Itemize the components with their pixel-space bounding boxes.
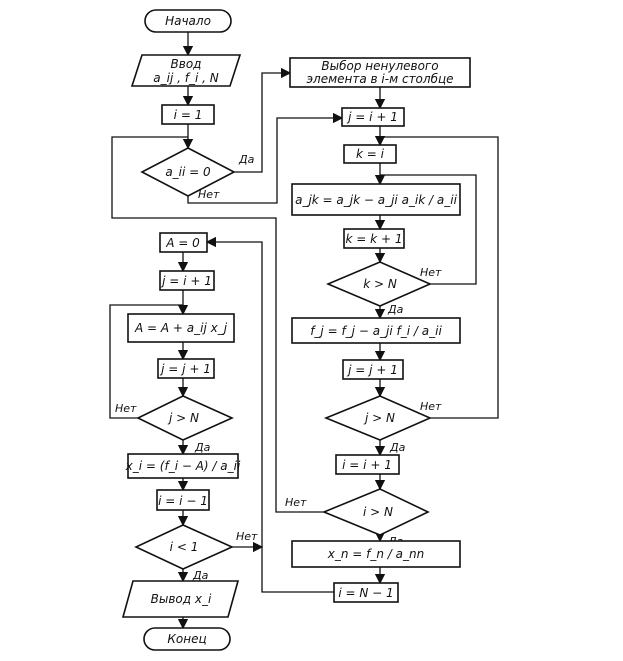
svg-text:i = N − 1: i = N − 1 bbox=[338, 586, 393, 600]
svg-text:k = k + 1: k = k + 1 bbox=[346, 232, 403, 246]
check-i-less-1-decision: i < 1 Нет Да bbox=[134, 524, 258, 582]
yes-label: Да bbox=[389, 441, 406, 454]
svg-text:a_ij , f_i , N: a_ij , f_i , N bbox=[153, 71, 218, 85]
svg-text:A = 0: A = 0 bbox=[165, 236, 200, 250]
update-ajk-block: a_jk = a_jk − a_ji a_ik / a_ii bbox=[291, 183, 461, 216]
output-block: Вывод x_i bbox=[121, 580, 240, 618]
connectors bbox=[109, 32, 499, 630]
svg-text:Ввод: Ввод bbox=[171, 57, 202, 71]
j-increment-right-block: j = j + 1 bbox=[342, 359, 404, 380]
svg-text:a_ii = 0: a_ii = 0 bbox=[165, 165, 211, 179]
svg-text:Выбор ненулевого: Выбор ненулевого bbox=[321, 59, 438, 73]
start-terminal: Начало bbox=[144, 9, 232, 33]
svg-text:f_j = f_j − a_ji f_i / a_ii: f_j = f_j − a_ji f_i / a_ii bbox=[310, 324, 442, 338]
no-label: Нет bbox=[420, 400, 442, 413]
i-equals-1-block: i = 1 bbox=[161, 104, 215, 125]
svg-text:i = 1: i = 1 bbox=[174, 108, 203, 122]
svg-text:A = A + a_ij x_j: A = A + a_ij x_j bbox=[134, 321, 228, 335]
check-j-greater-n-left-decision: j > N Нет Да bbox=[115, 395, 234, 454]
a-equals-0-block: A = 0 bbox=[159, 232, 208, 253]
select-nonzero-block: Выбор ненулевого элемента в i-м столбце bbox=[289, 57, 471, 88]
k-equals-i-block: k = i bbox=[343, 144, 397, 164]
svg-text:j = i + 1: j = i + 1 bbox=[346, 110, 398, 124]
svg-text:i < 1: i < 1 bbox=[170, 540, 199, 554]
input-block: Ввод a_ij , f_i , N bbox=[130, 54, 242, 87]
svg-text:i = i + 1: i = i + 1 bbox=[342, 458, 392, 472]
no-label: Нет bbox=[198, 188, 220, 201]
update-a-block: A = A + a_ij x_j bbox=[127, 313, 235, 343]
check-aii-zero-decision: a_ii = 0 Да Нет bbox=[140, 147, 255, 201]
j-equals-i-plus-1-left-block: j = i + 1 bbox=[159, 270, 215, 291]
svg-text:Конец: Конец bbox=[167, 632, 206, 646]
i-equals-n-minus-1-block: i = N − 1 bbox=[333, 582, 399, 603]
svg-text:x_n = f_n / a_nn: x_n = f_n / a_nn bbox=[327, 547, 424, 561]
check-k-greater-n-decision: k > N Нет Да bbox=[325, 261, 442, 316]
svg-text:Вывод x_i: Вывод x_i bbox=[151, 592, 212, 606]
i-increment-block: i = i + 1 bbox=[335, 454, 400, 475]
yes-label: Да bbox=[387, 303, 404, 316]
svg-text:элемента в i-м столбце: элемента в i-м столбце bbox=[306, 72, 453, 86]
yes-label: Да bbox=[192, 569, 209, 582]
no-label: Нет bbox=[115, 402, 137, 415]
svg-text:k = i: k = i bbox=[356, 147, 385, 161]
svg-text:x_i = (f_i − A) / a_ii: x_i = (f_i − A) / a_ii bbox=[125, 459, 241, 473]
end-terminal: Конец bbox=[143, 627, 231, 651]
k-increment-block: k = k + 1 bbox=[343, 228, 405, 249]
xi-calc-block: x_i = (f_i − A) / a_ii bbox=[125, 453, 241, 479]
svg-text:i > N: i > N bbox=[363, 505, 393, 519]
svg-text:j > N: j > N bbox=[167, 411, 199, 425]
yes-label: Да bbox=[194, 441, 211, 454]
yes-label: Да bbox=[238, 153, 255, 166]
svg-text:j > N: j > N bbox=[363, 411, 395, 425]
no-label: Нет bbox=[236, 530, 258, 543]
svg-text:Начало: Начало bbox=[165, 14, 211, 28]
svg-text:a_jk = a_jk − a_ji a_ik / a_ii: a_jk = a_jk − a_ji a_ik / a_ii bbox=[295, 193, 457, 207]
svg-text:j = j + 1: j = j + 1 bbox=[159, 362, 211, 376]
no-label: Нет bbox=[285, 496, 307, 509]
i-decrement-block: i = i − 1 bbox=[156, 489, 210, 511]
svg-text:j = j + 1: j = j + 1 bbox=[346, 363, 398, 377]
j-increment-left-block: j = j + 1 bbox=[157, 358, 215, 379]
j-equals-i-plus-1-right-block: j = i + 1 bbox=[341, 107, 405, 127]
svg-text:j = i + 1: j = i + 1 bbox=[160, 274, 212, 288]
svg-text:k > N: k > N bbox=[363, 277, 397, 291]
no-label: Нет bbox=[420, 266, 442, 279]
check-j-greater-n-right-decision: j > N Нет Да bbox=[323, 395, 442, 454]
update-fj-block: f_j = f_j − a_ji f_i / a_ii bbox=[291, 317, 461, 344]
xn-calc-block: x_n = f_n / a_nn bbox=[291, 540, 461, 568]
check-i-greater-n-decision: i > N Нет Да bbox=[285, 488, 430, 548]
svg-text:i = i − 1: i = i − 1 bbox=[158, 494, 208, 508]
